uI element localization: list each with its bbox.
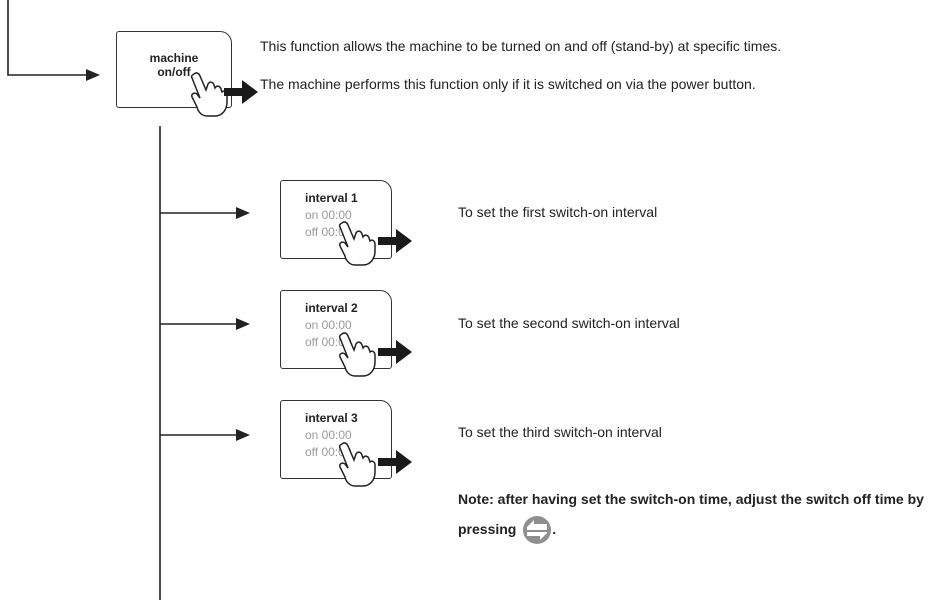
interval-on-time: on 00:00 <box>305 318 352 332</box>
interval-1-description: To set the first switch-on interval <box>458 204 658 220</box>
intro-text: This function allows the machine to be t… <box>260 38 782 54</box>
right-arrow-icon <box>378 340 412 364</box>
pressing-hand-icon <box>338 442 376 487</box>
note-period: . <box>552 521 557 537</box>
branch-arrowhead-icon-3 <box>236 429 250 441</box>
interval-title: interval 1 <box>305 191 358 205</box>
right-arrow-icon <box>378 450 412 474</box>
entry-arrowhead-icon <box>86 69 100 81</box>
right-arrow-icon <box>224 80 258 104</box>
branch-arrowhead-icon-1 <box>236 207 250 219</box>
interval-on-time: on 00:00 <box>305 208 352 222</box>
branch-arrowhead-icon-2 <box>236 318 250 330</box>
pressing-hand-icon <box>190 72 228 117</box>
pressing-hand-icon <box>338 332 376 377</box>
interval-2-description: To set the second switch-on interval <box>458 315 680 331</box>
machine-on-off-label: machine on/off <box>149 51 199 79</box>
interval-title: interval 3 <box>305 411 358 425</box>
right-arrow-icon <box>378 229 412 253</box>
note-text: Note: after having set the switch-on tim… <box>458 484 928 545</box>
note-body: Note: after having set the switch-on tim… <box>458 491 924 537</box>
entry-connector <box>7 0 92 76</box>
interval-3-description: To set the third switch-on interval <box>458 424 662 440</box>
pressing-hand-icon <box>338 221 376 266</box>
switch-arrows-key-icon[interactable] <box>522 515 552 545</box>
intro-note-text: The machine performs this function only … <box>260 76 756 92</box>
interval-on-time: on 00:00 <box>305 428 352 442</box>
interval-title: interval 2 <box>305 301 358 315</box>
